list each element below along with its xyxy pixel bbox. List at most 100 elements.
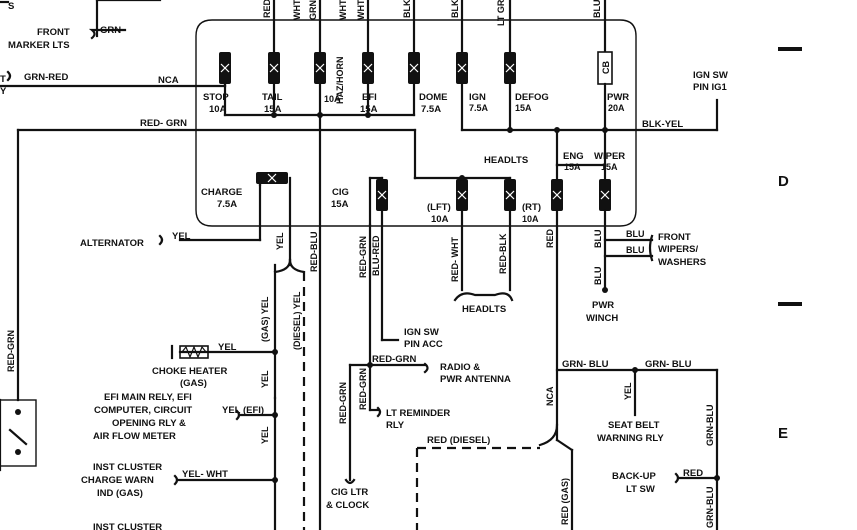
alternator-yel-label: YEL xyxy=(172,231,191,242)
blk-yel-label: BLK-YEL xyxy=(642,119,683,130)
grn-blu-label-1: GRN- BLU xyxy=(562,359,609,370)
partial-y: Y xyxy=(0,86,7,97)
blu-label-1: BLU xyxy=(626,229,645,239)
fuse-charge xyxy=(256,172,288,184)
fuse-stop-amp: 10A xyxy=(209,104,227,115)
cb-label: CB xyxy=(601,61,611,74)
blu-v-label: BLU xyxy=(593,230,603,249)
ign-sw-label: IGN SW xyxy=(693,70,728,81)
top-label-wht: WHT xyxy=(292,0,302,20)
red-grn-h-label: RED- GRN xyxy=(140,118,187,129)
fuse-pwr-label: PWR xyxy=(607,92,629,103)
gas-yel-v: (GAS) YEL xyxy=(260,296,270,342)
seat-belt-label-2: WARNING RLY xyxy=(597,433,664,444)
top-label-blu: BLU xyxy=(592,0,602,18)
efi-label-2: COMPUTER, CIRCUIT xyxy=(94,405,192,416)
inst-label-1: INST CLUSTER xyxy=(93,462,162,473)
efi-label-1: EFI MAIN RELY, EFI xyxy=(104,392,192,403)
ign-sw-pin-label: PIN IG1 xyxy=(693,82,728,93)
pwr-winch-label-1: PWR xyxy=(592,300,614,311)
red-blk-v: RED-BLK xyxy=(498,233,508,274)
backup-label-1: BACK-UP xyxy=(612,471,656,482)
yel-v2: YEL xyxy=(260,370,270,388)
grn-blu-label-2: GRN- BLU xyxy=(645,359,692,370)
blu-red-v: BLU-RED xyxy=(371,235,381,276)
cig-ltr-label-1: CIG LTR xyxy=(331,487,368,498)
grn-blu-v1: GRN-BLU xyxy=(705,405,715,447)
fuse-wiper xyxy=(599,179,611,211)
fuse-cig-label: CIG xyxy=(332,187,349,198)
ign-sw-acc-label-1: IGN SW xyxy=(404,327,439,338)
pwr-winch-label-2: WINCH xyxy=(586,313,618,324)
partial-t: T xyxy=(0,74,6,85)
circuit-breaker-pwr: CB xyxy=(597,51,613,85)
blu-v-label-2: BLU xyxy=(593,267,603,286)
red-grn-v3: RED-GRN xyxy=(358,368,368,410)
seat-belt-label-1: SEAT BELT xyxy=(608,420,660,431)
choke-label-2: (GAS) xyxy=(180,378,207,389)
diesel-yel-v: (DIESEL) YEL xyxy=(292,291,302,350)
partial-s: S xyxy=(8,1,14,12)
fuse-defog xyxy=(504,52,516,84)
fuse-pwr-amp: 20A xyxy=(608,103,625,113)
fuse-headlt-rt xyxy=(504,179,516,211)
alternator-label: ALTERNATOR xyxy=(80,238,144,249)
red-grn-v-mid: RED-GRN xyxy=(358,236,368,278)
fuse-row-top: CB xyxy=(219,51,613,85)
inst-cluster-2-label: INST CLUSTER xyxy=(93,522,162,530)
top-label-wht2: WHT xyxy=(338,0,348,20)
cig-ltr-label-2: & CLOCK xyxy=(326,500,369,511)
choke-label-1: CHOKE HEATER xyxy=(152,366,227,377)
fuse-dome-label: DOME xyxy=(419,92,448,103)
fuse-wiper-label: WIPER xyxy=(594,151,625,162)
front-wipers-label-3: WASHERS xyxy=(658,257,706,268)
margin-marks: D E xyxy=(778,47,802,442)
margin-mark-e: E xyxy=(778,425,788,442)
ign-sw-ig1: IGN SW PIN IG1 BLK-YEL xyxy=(642,70,728,130)
fuse-defog-label: DEFOG xyxy=(515,92,549,103)
red-diesel-label: RED (DIESEL) xyxy=(427,435,490,446)
front-marker-label-1: FRONT xyxy=(37,27,70,38)
ign-sw-acc-label-2: PIN ACC xyxy=(404,339,443,350)
grn-red-label: GRN-RED xyxy=(24,72,68,83)
fuse-dome-amp: 7.5A xyxy=(421,104,441,115)
fuse-ign xyxy=(456,52,468,84)
front-wipers-label-1: FRONT xyxy=(658,232,691,243)
choke-yel-label: YEL xyxy=(218,342,237,353)
fuse-tail xyxy=(268,52,280,84)
grn-label: GRN xyxy=(100,25,121,36)
front-wipers-label-2: WIPERS/ xyxy=(658,244,698,255)
top-wire-labels: RED WHT GRN WHT WHT BLK BLK LT GRN BLU xyxy=(262,0,602,26)
radio-label-1: RADIO & xyxy=(440,362,480,373)
backup-red-label: RED xyxy=(683,468,703,479)
fuse-rt-amp: 10A xyxy=(522,214,539,224)
fuse-haz-label: HAZ/HORN xyxy=(335,57,345,105)
fuse-block-outline xyxy=(195,19,637,227)
efi-label-3: OPENING RLY & xyxy=(112,418,186,429)
fuse-haz-amp: 10A xyxy=(324,94,341,104)
fuse-eng-amp: 15A xyxy=(564,162,581,172)
fuse-tail-amp: 15A xyxy=(264,104,282,115)
inst-label-2: CHARGE WARN xyxy=(81,475,154,486)
fuse-row-bottom xyxy=(256,172,611,211)
red-gas-v: RED (GAS) xyxy=(560,478,570,525)
fuse-eng xyxy=(551,179,563,211)
margin-mark-d: D xyxy=(778,173,789,190)
fuse-labels-top: STOP 10A TAIL 15A 10A HAZ/HORN EFI 15A D… xyxy=(203,57,629,116)
headlts-fuse-label: HEADLTS xyxy=(484,155,528,166)
fuse-eng-label: ENG xyxy=(563,151,584,162)
fuse-haz-horn xyxy=(314,52,326,84)
top-label-red: RED xyxy=(262,0,272,18)
yel-v3: YEL xyxy=(260,426,270,444)
grn-blu-v2: GRN-BLU xyxy=(705,487,715,529)
inst-yel-wht-label: YEL- WHT xyxy=(182,469,228,480)
nca-label: NCA xyxy=(158,75,179,86)
fuse-lft-amp: 10A xyxy=(431,214,449,225)
fuse-stop xyxy=(219,52,231,84)
fuse-cig xyxy=(376,179,388,211)
fuse-charge-label: CHARGE xyxy=(201,187,242,198)
fuse-charge-amp: 7.5A xyxy=(217,199,237,210)
red-blu-v: RED-BLU xyxy=(309,232,319,273)
red-grn-v2: RED-GRN xyxy=(338,382,348,424)
